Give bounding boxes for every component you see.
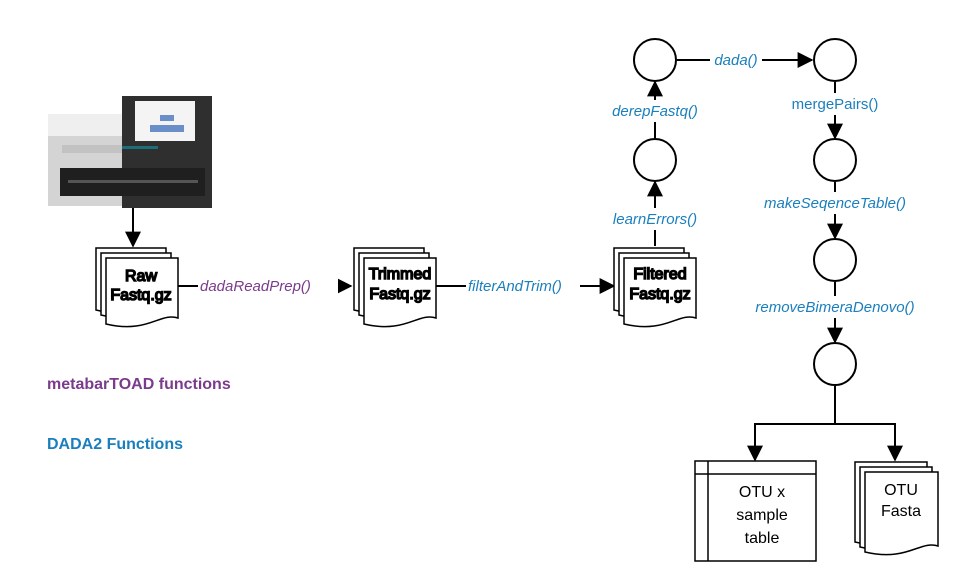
trimmed-fastq-document: Trimmed Fastq.gz [353, 247, 437, 328]
sequencer-icon [48, 96, 212, 208]
process-circle [813, 238, 857, 282]
branch-line-right [835, 423, 903, 462]
trimmed-label-line2: Fastq.gz [369, 286, 430, 303]
legend-metabartoad: metabarTOAD functions [47, 376, 231, 393]
fn-derepFastq: derepFastq() [612, 103, 698, 120]
fn-makeSeqenceTable: makeSeqenceTable() [764, 195, 906, 212]
otu-table: OTU x sample table [694, 460, 817, 562]
legend-dada2: DADA2 Functions [47, 436, 183, 453]
otu-fasta-line2: Fasta [881, 503, 921, 520]
process-circle [633, 138, 677, 182]
branch-line [747, 386, 836, 462]
fn-mergePairs: mergePairs() [792, 96, 879, 113]
fn-learnErrors: learnErrors() [613, 211, 697, 228]
process-circle [813, 342, 857, 386]
otu-fasta-document: OTU Fasta [854, 461, 939, 556]
fn-dada: dada() [714, 52, 757, 69]
fn-filterAndTrim: filterAndTrim() [468, 278, 562, 295]
otu-fasta-line1: OTU [884, 482, 918, 499]
raw-label-line1: Raw [125, 268, 157, 285]
otu-table-line1: OTU x [739, 484, 785, 501]
process-circle [813, 138, 857, 182]
otu-table-line3: table [745, 530, 780, 547]
trimmed-label-line1: Trimmed [369, 266, 432, 283]
filtered-label-line1: Filtered [633, 266, 686, 283]
otu-table-line2: sample [736, 507, 788, 524]
function-labels: dadaReadPrep() filterAndTrim() learnErro… [198, 49, 933, 318]
raw-label-line2: Fastq.gz [110, 287, 171, 304]
raw-fastq-document: Raw Fastq.gz [95, 247, 179, 328]
fn-removeBimeraDenovo: removeBimeraDenovo() [755, 299, 914, 316]
process-circle [633, 38, 677, 82]
process-circle [813, 38, 857, 82]
fn-dadaReadPrep: dadaReadPrep() [200, 278, 311, 295]
filtered-label-line2: Fastq.gz [629, 286, 690, 303]
filtered-fastq-document: Filtered Fastq.gz [613, 247, 697, 328]
connectors [125, 52, 903, 462]
process-circles [633, 38, 857, 386]
